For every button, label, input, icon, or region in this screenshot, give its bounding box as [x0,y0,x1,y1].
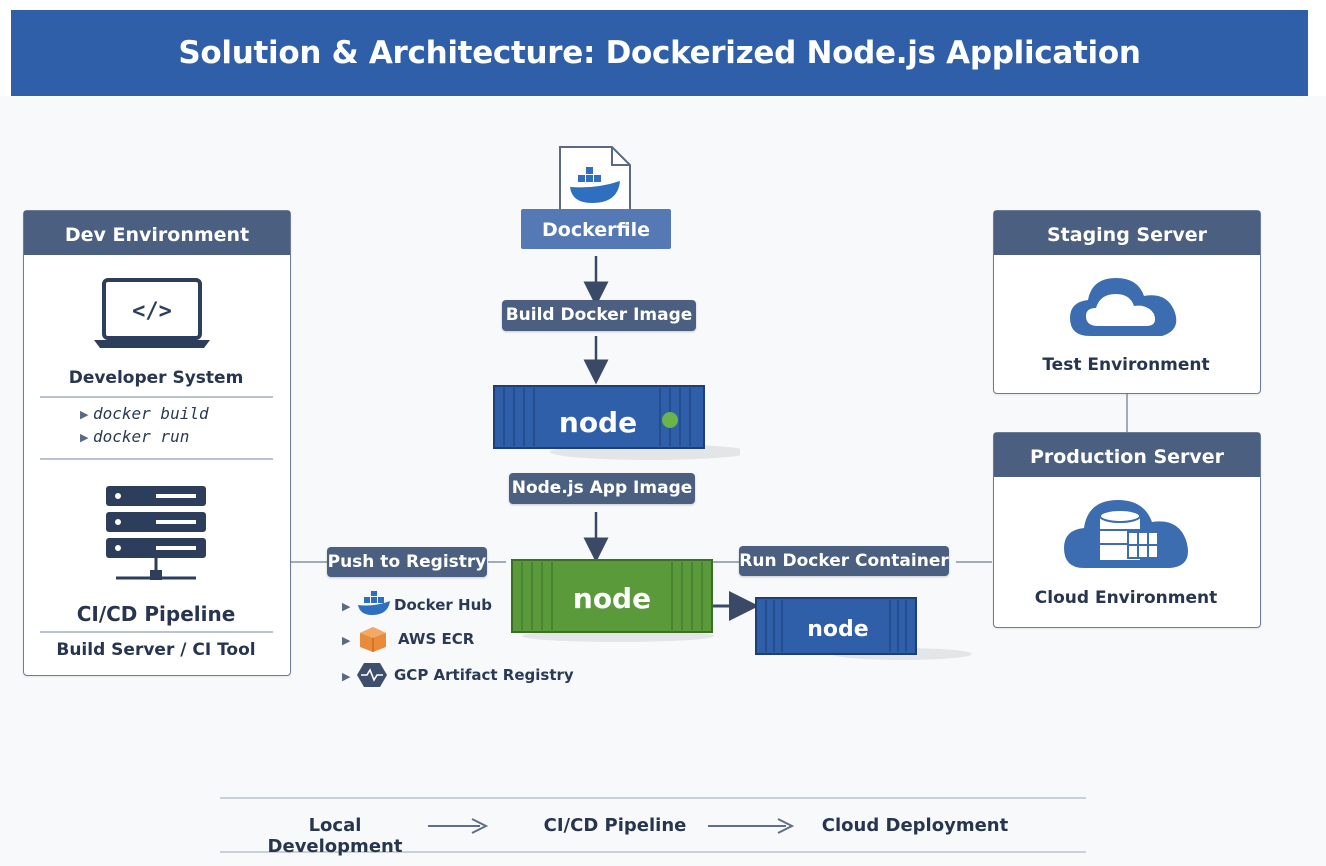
run-docker-container-step: Run Docker Container [739,546,949,576]
command-docker-run: docker run [93,427,190,446]
flow-cloud-deployment: Cloud Deployment [821,815,1009,836]
test-environment-label: Test Environment [1042,355,1210,375]
dev-divider-1 [40,396,273,398]
staging-server-panel: Staging Server [993,210,1261,394]
registry-gcp-artifact: GCP Artifact Registry [394,666,574,684]
green-container-icon: node [511,559,714,642]
registry-docker-hub: Docker Hub [394,596,492,614]
staging-server-header: Staging Server [994,211,1260,255]
flow-ci-cd-pipeline: CI/CD Pipeline [543,815,687,836]
node-logo-text: node [573,582,651,615]
server-icon [106,486,206,580]
registry-aws-ecr: AWS ECR [398,630,475,648]
page-title: Solution & Architecture: Dockerized Node… [178,35,1141,71]
cloud-icon [1070,278,1177,336]
cloud-environment-label: Cloud Environment [1034,588,1218,608]
nodejs-app-image-label: Node.js App Image [509,473,695,504]
nodejs-app-image-container: node [493,385,740,460]
dockerfile-document-icon [559,146,631,214]
dev-environment-header: Dev Environment [24,211,290,255]
build-server-label: Build Server / CI Tool [56,640,256,660]
push-to-registry-step: Push to Registry [327,547,487,577]
aws-ecr-icon [360,627,386,652]
production-server-header: Production Server [994,433,1260,477]
node-logo-text: node [807,617,868,642]
dev-divider-2 [40,458,273,460]
dev-divider-3 [40,631,273,633]
ci-cd-pipeline-title: CI/CD Pipeline [76,602,236,626]
laptop-icon: </> [94,278,210,348]
title-banner: Solution & Architecture: Dockerized Node… [11,10,1308,96]
bullet-icon: ▶ [342,635,351,647]
node-logo-text: node [559,406,637,439]
docker-hub-icon [358,591,390,615]
developer-system-label: Developer System [68,368,244,388]
build-docker-image-step: Build Docker Image [502,300,696,331]
cloud-database-icon [1064,500,1188,568]
bullet-icon: ▶ [80,432,89,444]
bullet-icon: ▶ [80,409,89,421]
svg-text:</>: </> [132,299,172,324]
gcp-artifact-registry-icon [357,663,387,687]
command-docker-build: docker build [93,404,209,423]
flow-local-development: Local Development [267,815,403,857]
dockerfile-box: Dockerfile [521,209,671,249]
running-container-icon: node [755,597,972,660]
bullet-icon: ▶ [342,601,351,613]
bullet-icon: ▶ [342,671,351,683]
